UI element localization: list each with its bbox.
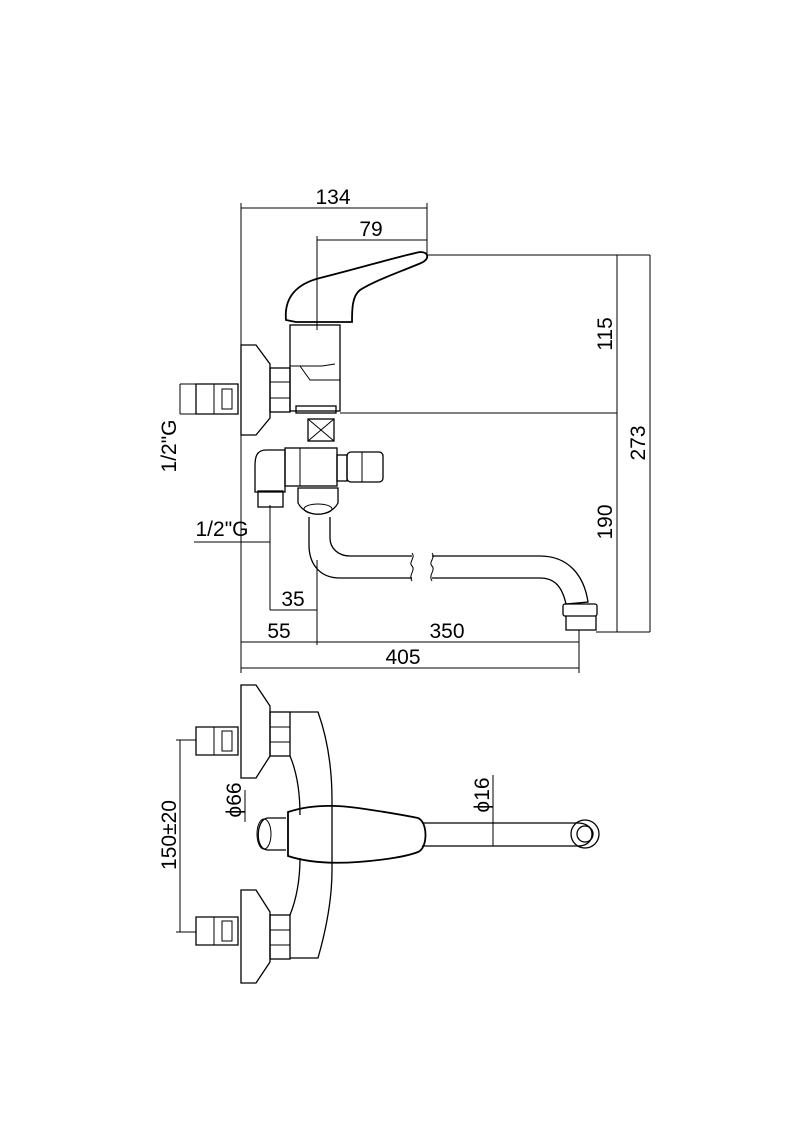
label-273: 273	[627, 425, 650, 460]
label-134: 134	[315, 186, 350, 209]
label-35: 35	[281, 588, 304, 611]
spout-top	[422, 819, 600, 849]
dimension-height-lower: 190	[594, 413, 618, 632]
wall-flange-side	[195, 344, 291, 436]
lever-handle-side[interactable]	[284, 251, 429, 323]
dimension-handle-depth: 79	[316, 218, 427, 330]
dimension-inlet-spacing: 150±20	[158, 739, 196, 933]
side-view: 134 79 115 190 273	[158, 186, 651, 673]
wall-flange-lower	[195, 889, 291, 984]
label-79: 79	[359, 218, 382, 241]
label-150: 150±20	[158, 800, 181, 870]
dimension-spout-diameter: ϕ16	[471, 775, 494, 846]
dimension-outlet-offset: 35	[270, 560, 318, 645]
dimension-flange-diameter: ϕ66	[223, 782, 246, 822]
dimension-total-depth: 134	[240, 186, 428, 640]
mixer-body-top	[256, 711, 333, 959]
wall-flange-upper	[195, 684, 291, 779]
dimension-spout-reach: 350	[317, 620, 580, 673]
dimension-thread-outlet: 1/2"G	[194, 505, 271, 610]
top-view: 150±20	[158, 684, 600, 984]
label-thread-outlet: 1/2"G	[196, 518, 249, 541]
label-350: 350	[429, 620, 464, 643]
label-405: 405	[385, 646, 420, 669]
label-thread-top: 1/2"G	[158, 420, 181, 473]
label-115: 115	[594, 317, 617, 350]
mixer-body-side	[289, 324, 341, 414]
label-190: 190	[594, 504, 617, 539]
label-55: 55	[267, 620, 290, 643]
spout-side	[308, 517, 598, 631]
dimension-thread-top: 1/2"G	[158, 383, 196, 473]
dimension-wall-to-body: 55	[241, 620, 317, 643]
dimension-total-height: 273	[627, 255, 651, 632]
dimension-total-length: 405	[240, 640, 579, 673]
dimension-height-upper: 115	[594, 255, 618, 413]
label-phi66: ϕ66	[223, 782, 246, 817]
label-phi16: ϕ16	[471, 777, 494, 812]
lever-handle-top[interactable]	[287, 805, 427, 864]
diverter-side[interactable]	[254, 418, 384, 515]
